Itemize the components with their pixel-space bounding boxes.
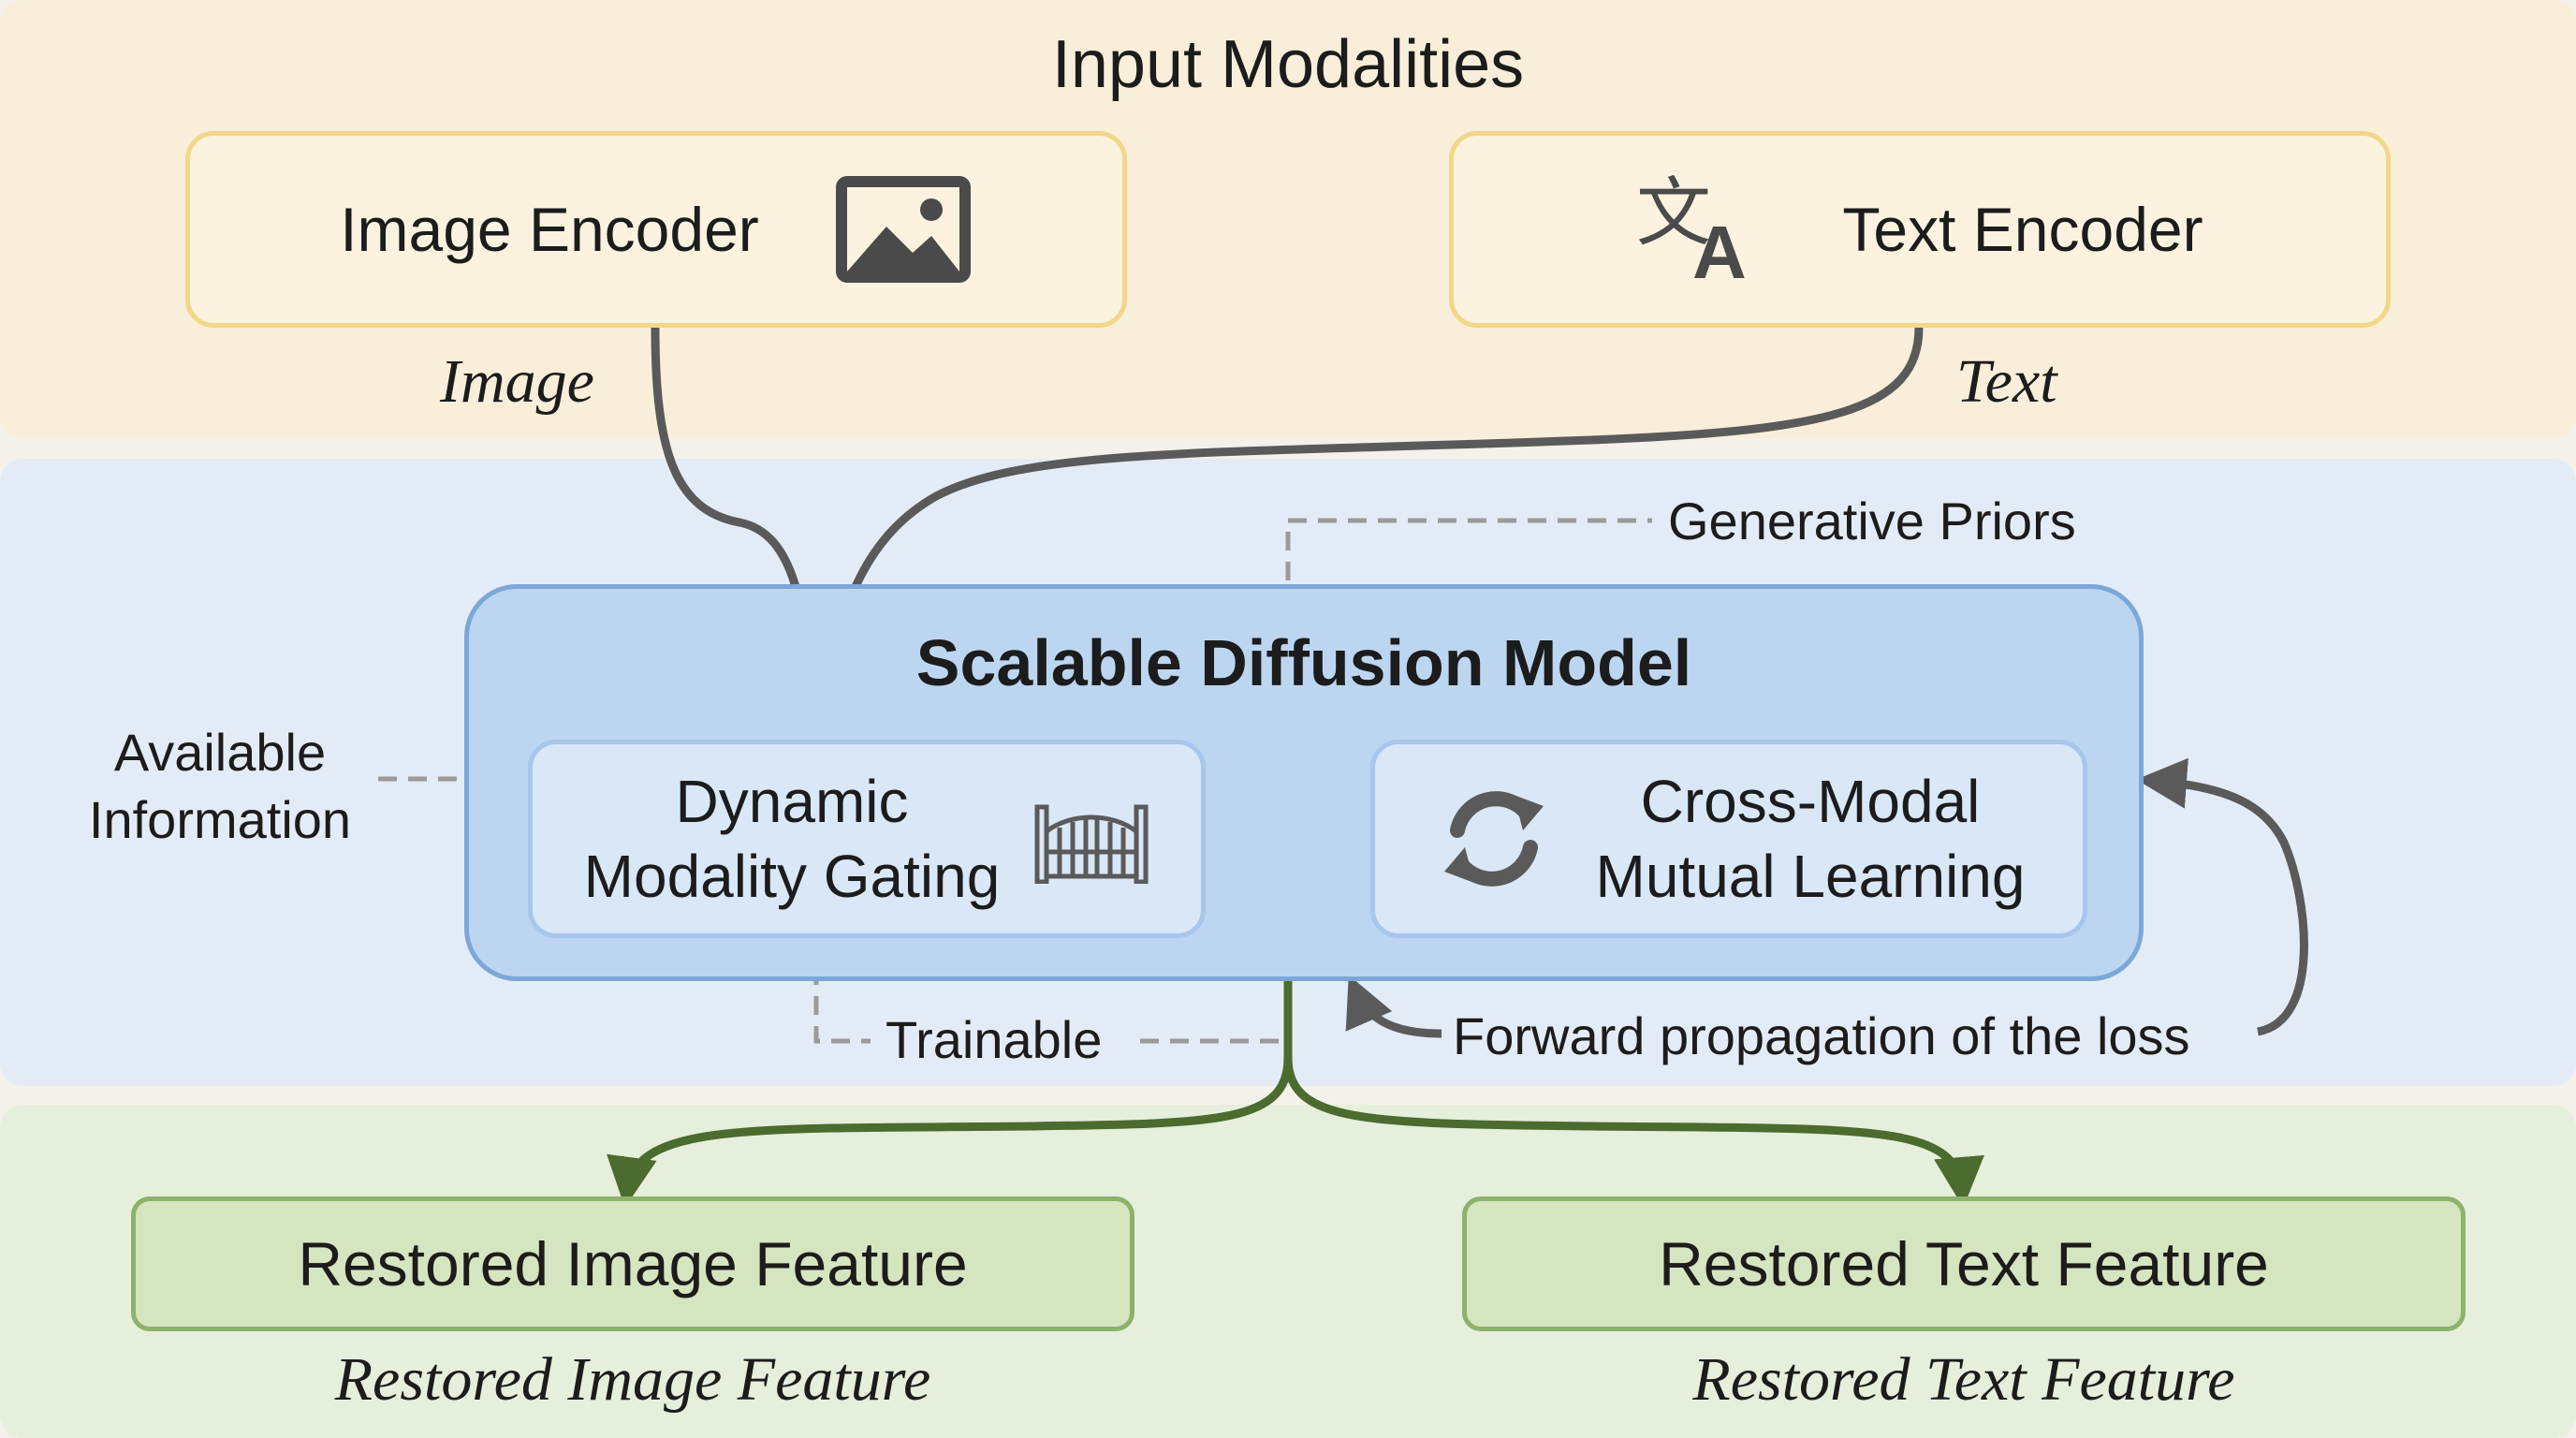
generative-priors-connector [1285, 518, 1652, 580]
text-output-label: Text [1956, 347, 2057, 416]
image-encoder-label: Image Encoder [340, 195, 759, 264]
text-encoder-box[interactable]: 文 A Text Encoder [1449, 131, 2391, 328]
mutual-text: Cross-Modal Mutual Learning [1596, 764, 2026, 914]
mutual-line1: Cross-Modal [1640, 768, 1981, 835]
sync-icon [1443, 791, 1544, 887]
forward-propagation-label: Forward propagation of the loss [1453, 1006, 2190, 1065]
image-encoder-box[interactable]: Image Encoder [185, 131, 1127, 328]
image-output-label: Image [440, 347, 594, 416]
loss-to-model-arrow [1345, 975, 1442, 1038]
svg-text:文: 文 [1636, 173, 1711, 257]
gating-line1: Dynamic [675, 768, 909, 835]
restored-text-feature-box[interactable]: Restored Text Feature [1462, 1196, 2466, 1331]
restored-image-feature-label: Restored Image Feature [298, 1229, 968, 1299]
restored-image-feature-box[interactable]: Restored Image Feature [131, 1196, 1134, 1331]
mutual-line2: Mutual Learning [1595, 843, 2026, 910]
available-information-label: Available Information [56, 719, 384, 854]
available-information-line2: Information [88, 790, 352, 849]
restored-text-feature-label: Restored Text Feature [1659, 1229, 2269, 1299]
gate-icon [1034, 804, 1149, 884]
input-modalities-title: Input Modalities [1051, 27, 1525, 102]
text-encoder-label: Text Encoder [1842, 195, 2203, 264]
gating-text: Dynamic Modality Gating [584, 764, 1001, 914]
loss-loop-arrow [2136, 757, 2308, 1036]
available-information-line1: Available [113, 723, 327, 782]
trainable-label: Trainable [886, 1010, 1103, 1069]
model-to-text-feature-arrow [1283, 1057, 1984, 1208]
translate-icon: 文 A [1636, 173, 1747, 286]
svg-text:A: A [1692, 211, 1747, 286]
generative-priors-label: Generative Priors [1668, 492, 2076, 550]
restored-image-feature-caption: Restored Image Feature [334, 1345, 931, 1414]
cross-modal-mutual-learning-box[interactable]: Cross-Modal Mutual Learning [1370, 740, 2087, 938]
gating-line2: Modality Gating [583, 843, 1001, 910]
dynamic-modality-gating-box[interactable]: Dynamic Modality Gating [528, 740, 1206, 938]
image-icon [835, 176, 971, 283]
restored-text-feature-caption: Restored Text Feature [1692, 1345, 2235, 1414]
model-to-image-feature-arrow [607, 981, 1293, 1208]
text-to-model-arrow [799, 327, 1924, 740]
scalable-diffusion-model-title: Scalable Diffusion Model [915, 626, 1692, 699]
